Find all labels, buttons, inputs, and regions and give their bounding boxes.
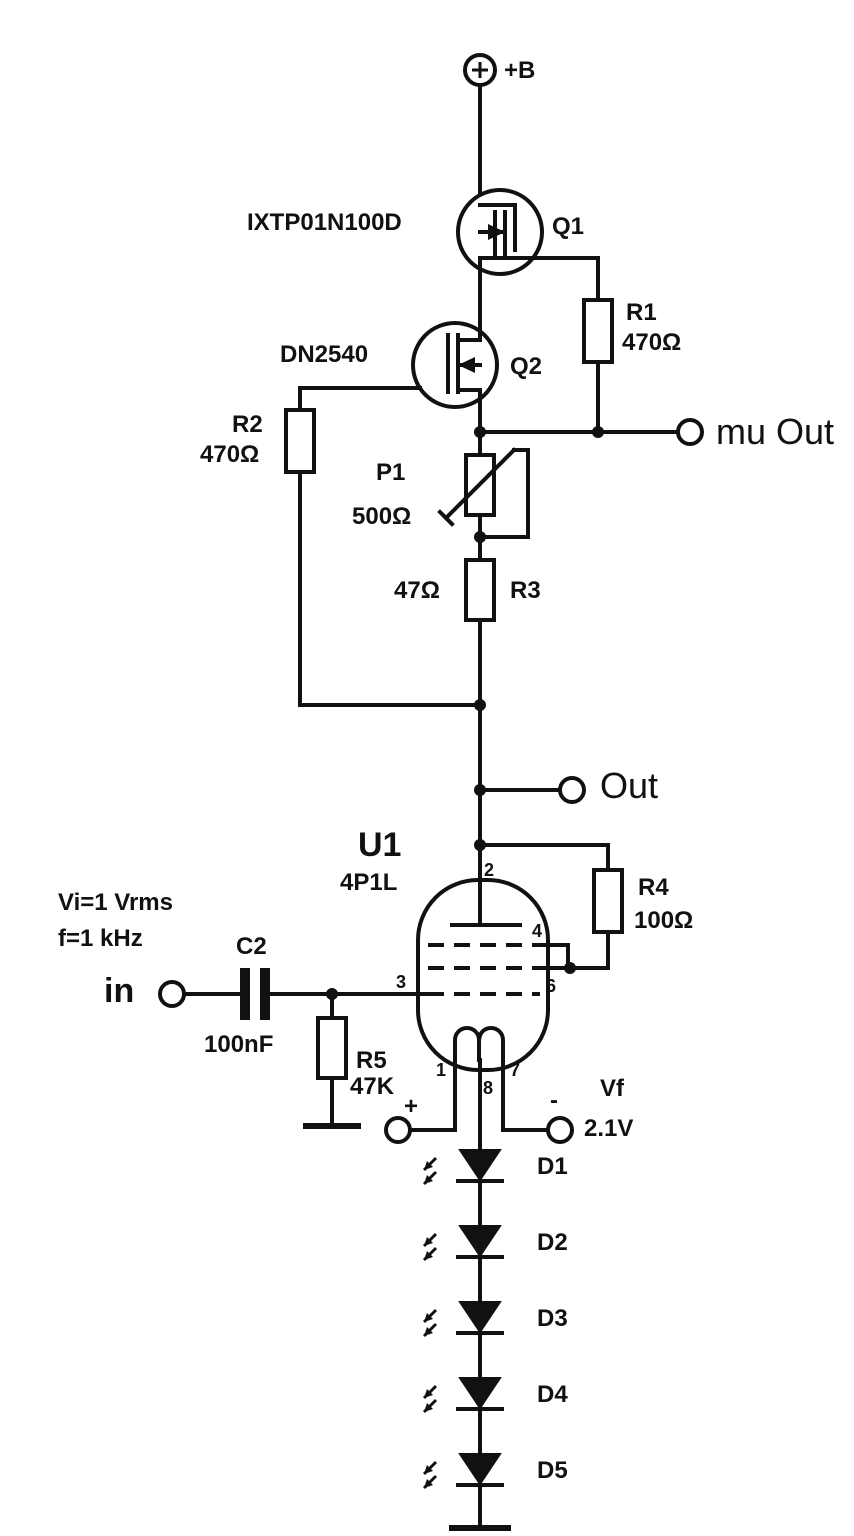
u1-tube: [416, 878, 572, 1072]
c2-capacitor: [240, 968, 270, 1020]
wire-pin1: [408, 1068, 457, 1132]
junction-q2-source: [474, 426, 486, 438]
u1-part-label: 4P1L: [340, 869, 397, 896]
r5-value-label: 47K: [350, 1073, 395, 1100]
supply-terminal: [463, 53, 497, 87]
r3-resistor: [464, 558, 496, 622]
p1-ref-label: P1: [376, 459, 405, 486]
junction-r1: [592, 426, 604, 438]
q1-mosfet: [456, 188, 544, 276]
wire-r4-screen: [568, 930, 610, 970]
mu-out-label: mu Out: [716, 411, 834, 452]
u1-ref-label: U1: [358, 826, 401, 864]
junction-p1: [474, 531, 486, 543]
r1-resistor: [582, 298, 614, 364]
junction-out: [474, 784, 486, 796]
r4-resistor: [592, 868, 624, 934]
source-line2: f=1 kHz: [58, 925, 143, 952]
filament-plus-label: +: [404, 1093, 418, 1120]
led-d1: [422, 1149, 504, 1186]
r4-value-label: 100Ω: [634, 907, 693, 934]
wire-pin7: [501, 1068, 550, 1132]
u1-pin8-label: 8: [483, 1078, 493, 1098]
filament-voltage: 2.1V: [584, 1115, 633, 1142]
wire-p1-wiper: [478, 448, 530, 539]
led-label-d1: D1: [537, 1153, 568, 1180]
led-d5: [422, 1453, 504, 1490]
wire-q1-gate: [538, 256, 600, 302]
q2-ref-label: Q2: [510, 353, 542, 380]
out-label: Out: [600, 765, 658, 806]
r3-value-label: 47Ω: [394, 577, 440, 604]
r2-resistor: [284, 408, 316, 474]
u1-pin4-label: 4: [532, 921, 542, 941]
led-d3: [422, 1301, 504, 1338]
in-label: in: [104, 972, 134, 1010]
q2-mosfet: [411, 321, 499, 410]
led-label-d2: D2: [537, 1229, 568, 1256]
wire-anode-r4: [478, 843, 610, 872]
wire-r2-feedback: [298, 470, 482, 707]
r5-resistor: [316, 1016, 348, 1080]
q1-part-label: IXTP01N100D: [247, 209, 402, 236]
r1-value-label: 470Ω: [622, 329, 681, 356]
led-label-d4: D4: [537, 1381, 568, 1408]
r2-ref-label: R2: [232, 411, 263, 438]
led-label-d3: D3: [537, 1305, 568, 1332]
c2-value-label: 100nF: [204, 1031, 273, 1058]
filament-plus-terminal: [384, 1116, 412, 1144]
u1-pin6-label: 6: [546, 976, 556, 996]
mu-out-terminal: [676, 418, 704, 446]
filament-label: Vf: [600, 1075, 625, 1102]
r5-ref-label: R5: [356, 1047, 387, 1074]
supply-label: +B: [504, 57, 535, 84]
wire-q2-gate: [298, 386, 422, 412]
p1-value-label: 500Ω: [352, 503, 411, 530]
u1-pin1-label: 1: [436, 1060, 446, 1080]
r1-ref-label: R1: [626, 299, 657, 326]
p1-arrow: [443, 447, 517, 521]
in-terminal: [158, 980, 186, 1008]
u1-pin3-label: 3: [396, 972, 406, 992]
led-label-d5: D5: [537, 1457, 568, 1484]
p1-arrow-tick: [437, 509, 455, 527]
source-line1: Vi=1 Vrms: [58, 889, 173, 916]
c2-ref-label: C2: [236, 933, 267, 960]
filament-minus-terminal: [546, 1116, 574, 1144]
u1-pin2-label: 2: [484, 860, 494, 880]
q1-ref-label: Q1: [552, 213, 584, 240]
r4-ref-label: R4: [638, 874, 669, 901]
junction-r2-return: [474, 699, 486, 711]
q2-part-label: DN2540: [280, 341, 368, 368]
out-terminal: [558, 776, 586, 804]
r3-ref-label: R3: [510, 577, 541, 604]
led-d4: [422, 1377, 504, 1414]
r2-value-label: 470Ω: [200, 441, 259, 468]
led-d2: [422, 1225, 504, 1262]
u1-pin7-label: 7: [510, 1060, 520, 1080]
filament-minus-label: -: [550, 1087, 558, 1114]
